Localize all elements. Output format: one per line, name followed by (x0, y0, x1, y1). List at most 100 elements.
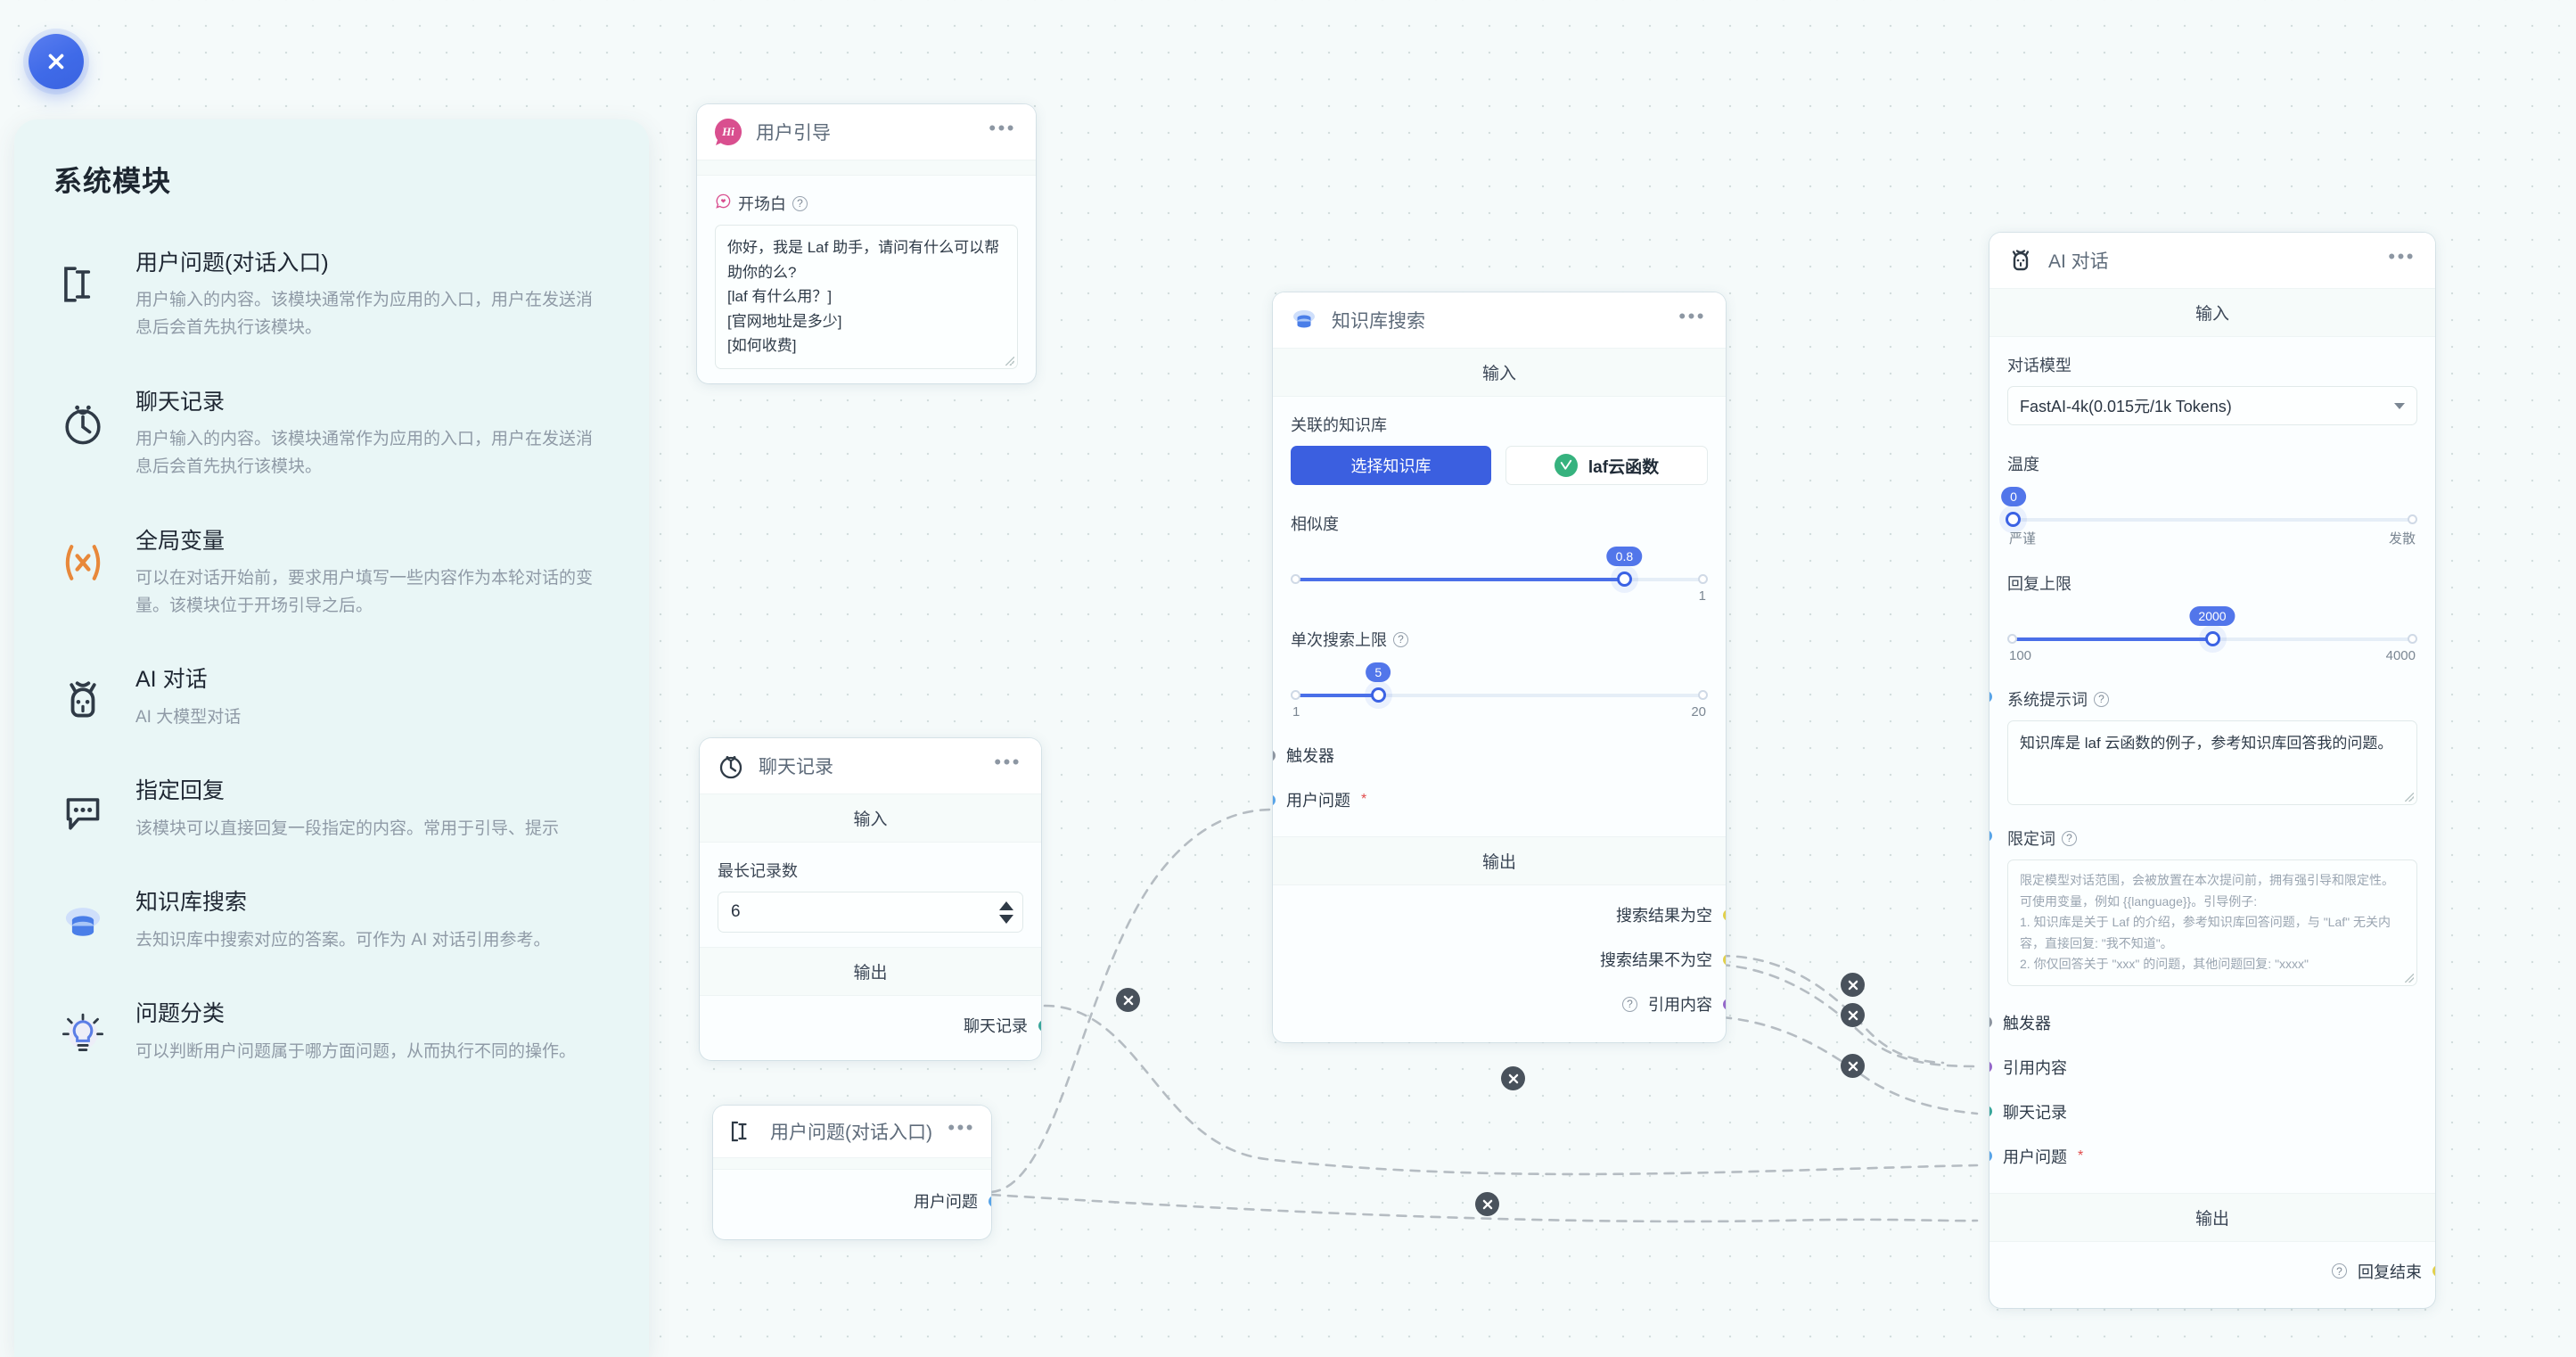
slider-start-marker (1291, 574, 1300, 584)
qualifier-label: 限定词 ? (1989, 827, 2417, 850)
select-knowledge-base-button[interactable]: 选择知识库 (1291, 446, 1491, 485)
port-dot[interactable] (1989, 1061, 1992, 1073)
help-icon[interactable]: ? (1622, 996, 1637, 1012)
max-records-input[interactable]: 6 (718, 892, 1023, 933)
module-list-item[interactable]: 全局变量可以在对话开始前，要求用户填写一些内容作为本轮对话的变量。该模块位于开场… (53, 526, 597, 621)
help-icon[interactable]: ? (2332, 1263, 2347, 1279)
edge-delete-button[interactable] (1841, 973, 1865, 997)
search-limit-slider[interactable]: 5 1 20 (1291, 662, 1708, 720)
variable-x-icon (53, 533, 112, 592)
node-menu-button[interactable]: ••• (2388, 245, 2416, 267)
output-port-user-question[interactable]: 用户问题 (731, 1179, 991, 1223)
port-dot[interactable] (1989, 1106, 1992, 1118)
port-dot[interactable] (1989, 1150, 1992, 1163)
edge-delete-button[interactable] (1475, 1192, 1499, 1216)
slider-thumb[interactable] (1617, 572, 1633, 587)
node-menu-button[interactable]: ••• (948, 1116, 975, 1139)
temperature-slider[interactable]: 0 严谨 发散 (2001, 487, 2417, 547)
input-port-trigger[interactable]: 触发器 (1989, 1000, 2417, 1045)
port-dot[interactable] (1273, 794, 1276, 806)
port-dot[interactable] (989, 1195, 991, 1207)
node-menu-button[interactable]: ••• (1678, 305, 1706, 327)
node-user-question[interactable]: 用户问题(对话入口) ••• 用户问题 (713, 1106, 991, 1239)
welcome-message-textarea[interactable]: 你好，我是 Laf 助手，请问有什么可以帮助你的么? [laf 有什么用？] [… (715, 225, 1018, 369)
slider-thumb[interactable] (2205, 631, 2220, 646)
node-header[interactable]: 知识库搜索 ••• (1273, 292, 1726, 348)
temperature-min-label: 严谨 (2009, 531, 2037, 547)
clock-icon (716, 751, 746, 781)
similarity-slider[interactable]: 0.8 1 (1291, 547, 1708, 604)
module-list-item[interactable]: 问题分类可以判断用户问题属于哪方面问题，从而执行不同的操作。 (53, 999, 597, 1065)
output-port-answer-finish[interactable]: ? 回复结束 (2007, 1249, 2435, 1294)
edge-delete-button[interactable] (1841, 1054, 1865, 1078)
close-panel-button[interactable] (29, 34, 84, 89)
slider-max-label: 20 (1691, 704, 1706, 720)
input-port-user-question[interactable]: 用户问题* (1989, 1134, 2417, 1179)
system-prompt-textarea[interactable]: 知识库是 laf 云函数的例子，参考知识库回答我的问题。 (2007, 720, 2417, 805)
port-dot[interactable] (1038, 1019, 1041, 1032)
node-title: 知识库搜索 (1332, 311, 1425, 332)
node-header[interactable]: 聊天记录 ••• (700, 738, 1041, 794)
port-dot[interactable] (1989, 830, 1992, 842)
stepper-down-icon[interactable] (999, 914, 1013, 924)
module-list-item[interactable]: 聊天记录用户输入的内容。该模块通常作为应用的入口，用户在发送消息后会首先执行该模… (53, 387, 597, 481)
help-icon[interactable]: ? (1393, 631, 1408, 647)
slider-end-marker (2408, 514, 2417, 524)
stepper[interactable] (999, 901, 1013, 924)
close-icon (1848, 980, 1858, 990)
slider-start-marker (1291, 690, 1300, 700)
node-header[interactable]: Hi 用户引导 ••• (697, 104, 1036, 160)
port-dot[interactable] (2432, 1265, 2435, 1278)
node-ai-chat[interactable]: AI 对话 ••• 输入 对话模型 FastAI-4k(0.015元/1k To… (1989, 233, 2435, 1308)
stepper-up-icon[interactable] (999, 901, 1013, 910)
module-name: 知识库搜索 (135, 890, 248, 916)
output-port-nonempty-result[interactable]: 搜索结果不为空 (1291, 937, 1726, 982)
port-label: 引用内容 (2003, 1058, 2067, 1077)
module-list-item[interactable]: 用户问题(对话入口)用户输入的内容。该模块通常作为应用的入口，用户在发送消息后会… (53, 248, 597, 342)
help-icon[interactable]: ? (2094, 691, 2109, 707)
node-menu-button[interactable]: ••• (989, 117, 1016, 139)
input-port-quote-content[interactable]: 引用内容 (1989, 1045, 2417, 1090)
output-port-quote-content[interactable]: ? 引用内容 (1291, 982, 1726, 1026)
node-knowledge-search[interactable]: 知识库搜索 ••• 输入 关联的知识库 选择知识库 laf云函数 相似度 (1273, 292, 1726, 1042)
edge-delete-button[interactable] (1841, 1003, 1865, 1027)
slider-thumb[interactable] (1371, 687, 1387, 703)
close-icon (1848, 1010, 1858, 1020)
input-section-band: 输入 (700, 794, 1041, 843)
module-list-item[interactable]: 知识库搜索去知识库中搜索对应的答案。可作为 AI 对话引用参考。 (53, 887, 597, 954)
chat-model-select[interactable]: FastAI-4k(0.015元/1k Tokens) (2007, 386, 2417, 425)
node-header[interactable]: AI 对话 ••• (1989, 233, 2435, 288)
knowledge-base-chip[interactable]: laf云函数 (1505, 446, 1708, 485)
node-menu-button[interactable]: ••• (994, 751, 1021, 773)
port-dot[interactable] (1989, 1016, 1992, 1029)
slider-max-label: 4000 (2385, 648, 2416, 663)
help-icon[interactable]: ? (792, 195, 808, 211)
output-port-chat-history[interactable]: 聊天记录 (718, 1003, 1041, 1048)
module-list-item[interactable]: 指定回复该模块可以直接回复一段指定的内容。常用于引导、提示 (53, 776, 597, 843)
port-dot[interactable] (1723, 909, 1726, 921)
text-cursor-icon (727, 1116, 758, 1147)
input-port-chat-history[interactable]: 聊天记录 (1989, 1090, 2417, 1134)
port-label: 用户问题 (914, 1193, 978, 1211)
port-dot[interactable] (1273, 749, 1276, 761)
edge-delete-button[interactable] (1116, 988, 1140, 1012)
node-user-guide[interactable]: Hi 用户引导 ••• 开场白 ? 你好，我是 Laf 助手，请问有什么可以帮助… (697, 104, 1036, 383)
database-icon (1289, 305, 1319, 335)
edge-delete-button[interactable] (1501, 1066, 1525, 1090)
port-dot[interactable] (1723, 998, 1726, 1010)
node-header[interactable]: 用户问题(对话入口) ••• (713, 1106, 991, 1157)
port-dot[interactable] (1989, 691, 1992, 703)
input-port-user-question[interactable]: 用户问题* (1273, 777, 1708, 822)
slider-fill (1294, 694, 1379, 697)
module-description: 可以在对话开始前，要求用户填写一些内容作为本轮对话的变量。该模块位于开场引导之后… (135, 568, 594, 615)
input-port-trigger[interactable]: 触发器 (1273, 733, 1708, 777)
port-dot[interactable] (1723, 953, 1726, 966)
slider-thumb[interactable] (2006, 512, 2021, 527)
qualifier-textarea[interactable]: 限定模型对话范围，会被放置在本次提问前，拥有强引导和限定性。可使用变量，例如 {… (2007, 859, 2417, 986)
max-tokens-slider[interactable]: 2000 100 4000 (2007, 606, 2417, 664)
output-port-empty-result[interactable]: 搜索结果为空 (1291, 892, 1726, 937)
help-icon[interactable]: ? (2062, 830, 2077, 846)
node-chat-history[interactable]: 聊天记录 ••• 输入 最长记录数 6 输出 聊天记录 (700, 738, 1041, 1060)
